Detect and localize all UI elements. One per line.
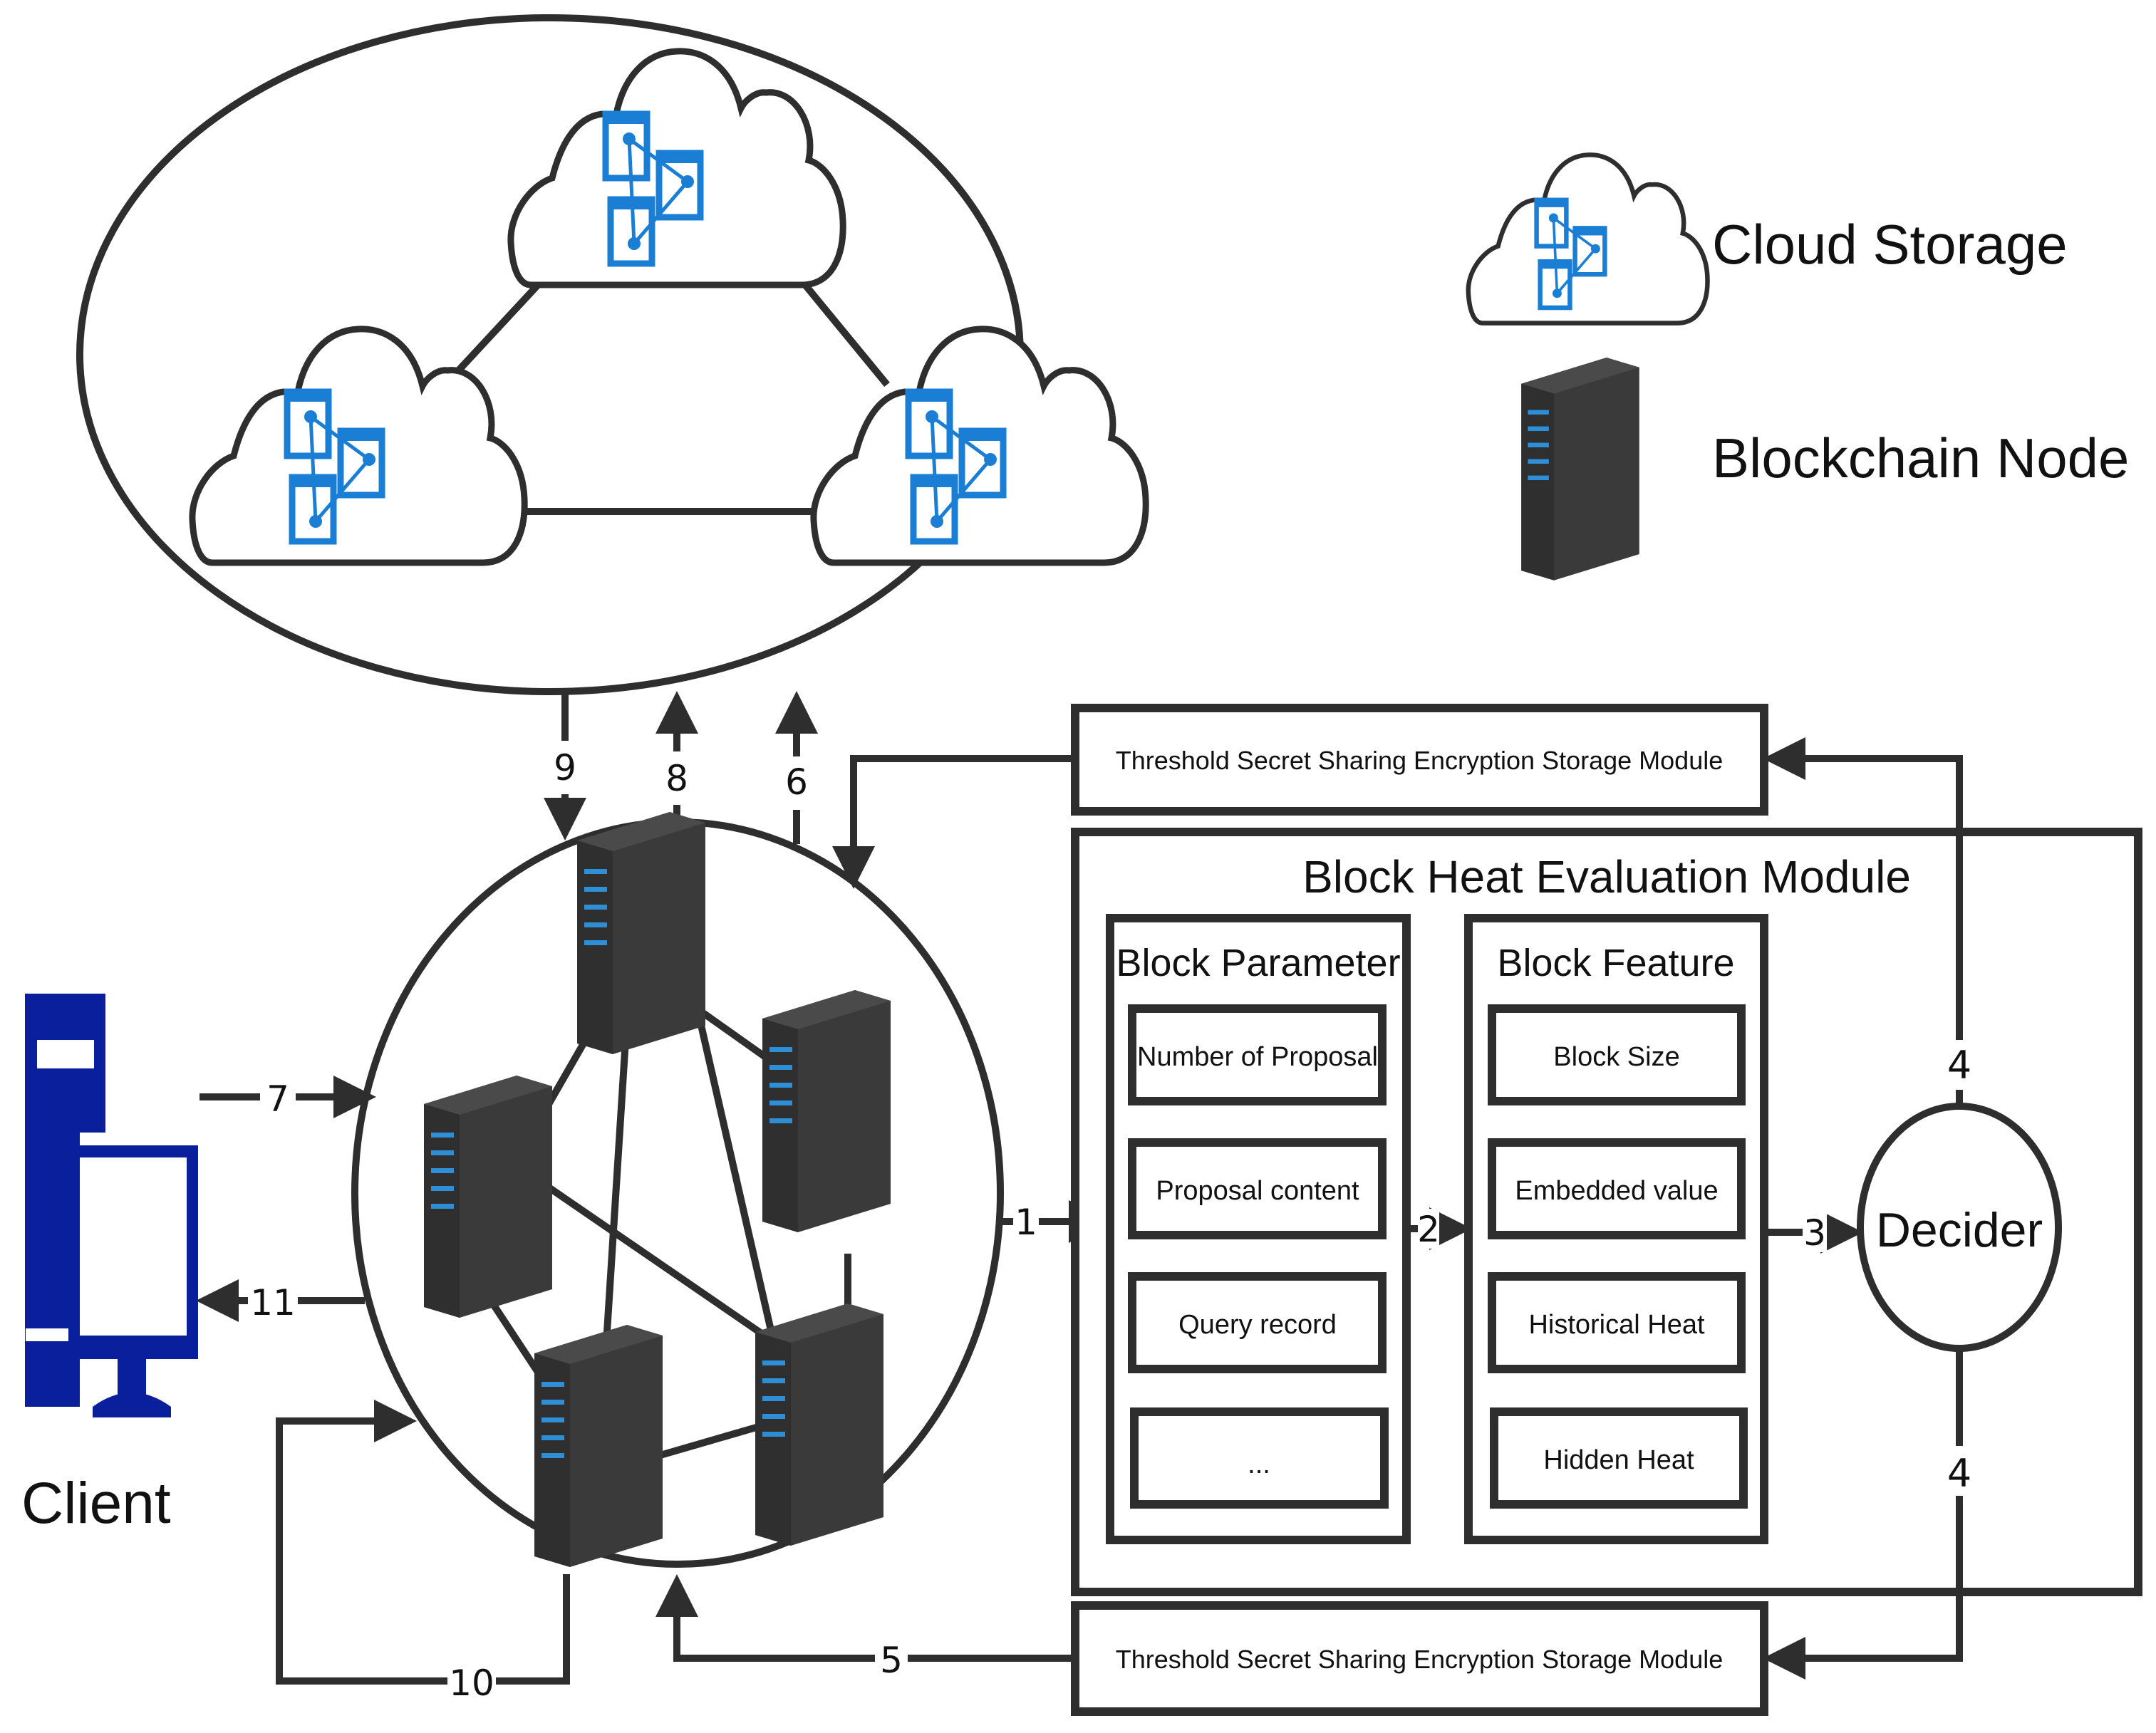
cloud-link [802, 282, 890, 387]
block-parameter-title: Block Parameter [1116, 942, 1400, 984]
cloud-storage-network [76, 14, 1024, 695]
list-item[interactable] [1488, 1004, 1746, 1105]
legend-blockchain-node: Blockchain Node [1712, 427, 2129, 489]
param-item-label: Number of Proposal [1137, 1042, 1378, 1072]
blockchain-node-icon [424, 1076, 552, 1318]
client-computer-icon[interactable] [25, 994, 198, 1417]
param-item-label: Proposal content [1156, 1176, 1359, 1206]
block-feature-title: Block Feature [1497, 942, 1734, 984]
arrow-label-9: 9 [554, 747, 576, 789]
block-parameter-items: Number of Proposal Proposal content Quer… [1128, 1004, 1389, 1509]
arrow-tss-to-blockchain [832, 755, 1075, 889]
blockchain-node-icon [534, 1325, 663, 1567]
arrow-label-7: 7 [266, 1078, 289, 1120]
arrow-label-1: 1 [1015, 1202, 1037, 1243]
arrow-10 [276, 1400, 570, 1685]
list-item[interactable] [1128, 1272, 1387, 1373]
client-label: Client [21, 1471, 171, 1536]
feature-item-label: Embedded value [1515, 1176, 1718, 1206]
blockchain-node-icon [762, 990, 891, 1232]
arrow-label-5: 5 [880, 1640, 903, 1681]
arrow-5 [655, 1574, 1075, 1662]
list-item[interactable] [1488, 1272, 1746, 1373]
list-item[interactable] [1130, 1407, 1389, 1509]
cloud-storage-icon [1468, 155, 1708, 323]
decider-label: Decider [1876, 1203, 2043, 1257]
cloud-link [442, 282, 541, 387]
list-item[interactable] [1128, 1138, 1387, 1239]
feature-item-label: Historical Heat [1528, 1310, 1705, 1340]
blockchain-node-icon [577, 812, 705, 1054]
param-item-label: ... [1248, 1450, 1270, 1479]
tss-module-bottom-label: Threshold Secret Sharing Encryption Stor… [1116, 1645, 1723, 1674]
tss-module-top-label: Threshold Secret Sharing Encryption Stor… [1116, 746, 1723, 775]
tss-module-top[interactable] [1071, 704, 1768, 816]
tss-module-bottom[interactable] [1071, 1601, 1768, 1716]
arrow-label-4-up: 4 [1947, 1043, 1971, 1088]
bhe-module-title: Block Heat Evaluation Module [1302, 851, 1911, 902]
feature-item-label: Block Size [1553, 1042, 1679, 1072]
list-item[interactable] [1488, 1138, 1746, 1239]
feature-item-label: Hidden Heat [1543, 1445, 1694, 1475]
list-item[interactable] [1128, 1004, 1387, 1105]
legend-cloud-storage: Cloud Storage [1712, 213, 2068, 276]
arrow-4-up [1763, 737, 1963, 1106]
arrow-label-10: 10 [449, 1662, 494, 1704]
blockchain-node-icon [1521, 358, 1639, 581]
block-feature-items: Block Size Embedded value Historical Hea… [1488, 1004, 1748, 1509]
arrow-label-8: 8 [665, 758, 688, 799]
arrow-label-4-down: 4 [1947, 1451, 1971, 1496]
list-item[interactable] [1490, 1407, 1748, 1509]
arrow-label-11: 11 [250, 1282, 296, 1323]
legend: Cloud Storage Blockchain Node [1468, 155, 2129, 581]
arrow-label-2: 2 [1417, 1209, 1440, 1250]
blockchain-node-icon [755, 1303, 883, 1546]
arrow-label-3: 3 [1803, 1212, 1826, 1254]
arrow-label-6: 6 [785, 761, 808, 803]
param-item-label: Query record [1178, 1310, 1337, 1340]
